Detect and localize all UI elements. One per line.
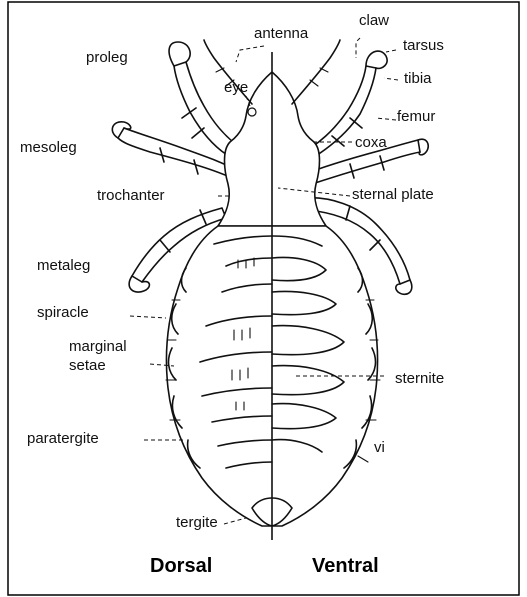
view-label-dorsal: Dorsal — [150, 555, 212, 577]
label-vi: vi — [374, 439, 385, 456]
label-marginal: marginal — [69, 338, 127, 355]
label-antenna: antenna — [254, 25, 309, 42]
label-claw: claw — [359, 12, 389, 29]
eye-mark — [248, 108, 256, 116]
label-tibia: tibia — [404, 70, 432, 87]
label-coxa: coxa — [355, 134, 387, 151]
label-mesoleg: mesoleg — [20, 139, 77, 156]
label-eye: eye — [224, 79, 248, 96]
view-label-ventral: Ventral — [312, 555, 379, 577]
label-paratergite: paratergite — [27, 430, 99, 447]
label-sternite: sternite — [395, 370, 444, 387]
label-proleg: proleg — [86, 49, 128, 66]
label-tarsus: tarsus — [403, 37, 444, 54]
label-spiracle: spiracle — [37, 304, 89, 321]
label-metaleg: metaleg — [37, 257, 90, 274]
label-sternal-plate: sternal plate — [352, 186, 434, 203]
label-tergite: tergite — [176, 514, 218, 531]
label-setae: setae — [69, 357, 106, 374]
label-femur: femur — [397, 108, 435, 125]
label-trochanter: trochanter — [97, 187, 165, 204]
